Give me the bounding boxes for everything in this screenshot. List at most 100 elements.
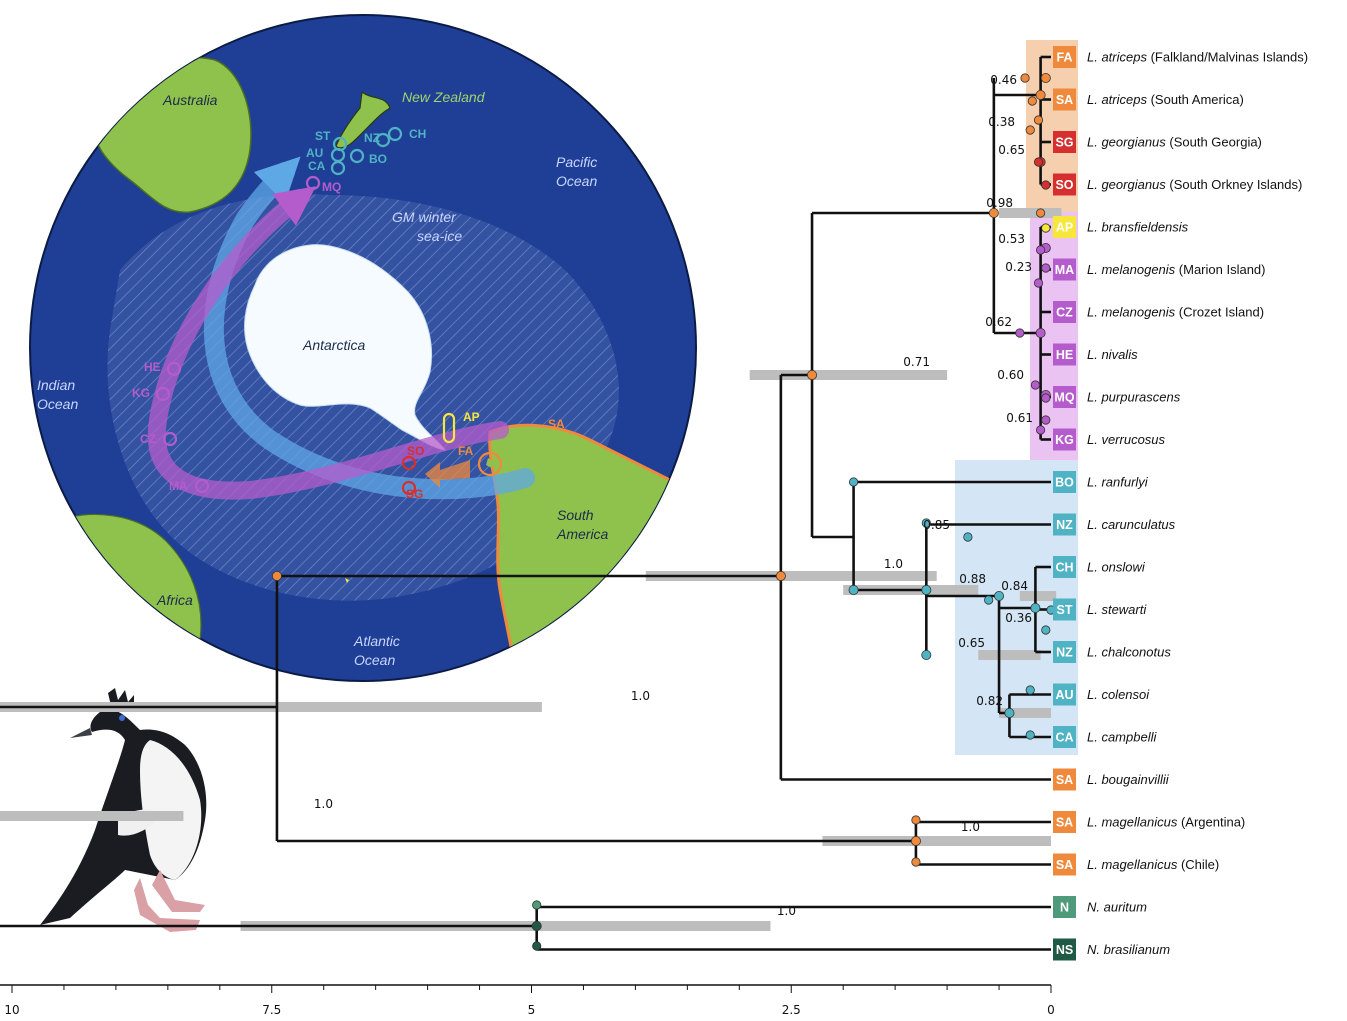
map-site-label-SO: SO xyxy=(407,444,424,458)
tip-locality: (Argentina) xyxy=(1177,815,1245,830)
node-nN xyxy=(531,921,542,932)
support-label: 0.53 xyxy=(998,232,1025,246)
support-label: 0.71 xyxy=(903,355,930,369)
node-extra-14 xyxy=(1036,425,1046,435)
tip-binomial: L. stewarti xyxy=(1087,602,1147,617)
label-antarctica: Antarctica xyxy=(302,337,365,353)
tip-badge-code: ST xyxy=(1057,603,1073,617)
tip-brasilianum: NS N. brasilianum xyxy=(1053,938,1170,961)
node-nT6 xyxy=(1004,708,1015,719)
tip-name: L. atriceps (South America) xyxy=(1087,92,1244,107)
node-extra-21 xyxy=(911,857,921,867)
tip-name: N. brasilianum xyxy=(1087,942,1170,957)
tip-badge-code: SA xyxy=(1056,93,1073,107)
node-extra-1 xyxy=(1027,96,1037,106)
axis-tick-label: 5 xyxy=(528,1003,536,1017)
tip-name: L. melanogenis (Crozet Island) xyxy=(1087,305,1264,320)
hpd-bar-root xyxy=(0,811,184,821)
phylogenetic-tree: 0.460.380.650.980.530.230.620.710.600.61… xyxy=(0,40,1308,961)
new-zealand-landmass xyxy=(335,90,391,149)
node-nT xyxy=(848,585,859,596)
tip-badge-code: SA xyxy=(1056,816,1073,830)
time-axis: 2017.51512.5107.552.50 xyxy=(0,984,1055,1017)
label-seaice-1: GM winter xyxy=(392,209,457,225)
node-nMag xyxy=(910,836,921,847)
support-label: 0.62 xyxy=(985,315,1012,329)
map-site-label-NZ: NZ xyxy=(364,131,380,145)
tip-badge xyxy=(1053,216,1076,238)
tip-badge-code: MA xyxy=(1055,263,1074,277)
node-extra-6 xyxy=(1041,223,1051,233)
tip-badge-code: SO xyxy=(1055,178,1073,192)
support-label: 0.46 xyxy=(990,73,1017,87)
tip-binomial: L. magellanicus xyxy=(1087,815,1178,830)
node-nT4 xyxy=(1030,603,1041,614)
tip-name: L. georgianus (South Georgia) xyxy=(1087,135,1262,150)
tip-badge xyxy=(1053,641,1076,663)
tip-badge-code: CZ xyxy=(1056,306,1073,320)
label-south-america-2: America xyxy=(556,526,609,542)
tip-badge xyxy=(1053,726,1076,748)
purple-dispersal-arrow xyxy=(147,186,509,500)
map-site-label-ST: ST xyxy=(315,129,331,143)
tip-binomial: L. melanogenis xyxy=(1087,305,1176,320)
map-site-label-CZ: CZ xyxy=(140,432,156,446)
tip-binomial: L. bougainvillii xyxy=(1087,772,1170,787)
tip-badge xyxy=(1053,513,1076,536)
tip-name: L. stewarti xyxy=(1087,602,1147,617)
hpd-bar-nT5 xyxy=(978,650,1041,660)
map-site-label-MQ: MQ xyxy=(322,180,341,194)
node-nC xyxy=(807,369,818,380)
tip-name: L. bougainvillii xyxy=(1087,772,1170,787)
tip-badge xyxy=(1053,173,1076,196)
tip-magellanicus: SA L. magellanicus (Argentina) xyxy=(1053,811,1245,833)
axis-tick-label: 10 xyxy=(4,1003,19,1017)
tip-badge-code: NS xyxy=(1056,943,1073,957)
node-extra-20 xyxy=(911,815,921,825)
label-new-zealand: New Zealand xyxy=(402,89,486,105)
node-extra-26 xyxy=(1036,208,1046,218)
tip-stewarti: ST L. stewarti xyxy=(1053,598,1147,621)
tip-binomial: L. georgianus xyxy=(1087,177,1166,192)
map-site-marker-CH xyxy=(387,126,403,142)
tip-badge-code: NZ xyxy=(1056,646,1073,660)
tip-name: N. auritum xyxy=(1087,900,1147,915)
tip-atriceps: SA L. atriceps (South America) xyxy=(1053,88,1244,111)
node-extra-4 xyxy=(1033,157,1044,167)
tip-locality: (Crozet Island) xyxy=(1175,305,1264,320)
tip-name: L. nivalis xyxy=(1087,347,1138,362)
node-extra-17 xyxy=(1025,685,1035,695)
support-label: 0.38 xyxy=(988,115,1015,129)
label-atlantic-1: Atlantic xyxy=(353,633,400,649)
axis-tick-label: 7.5 xyxy=(262,1003,281,1017)
node-extra-7 xyxy=(1036,245,1046,255)
tip-badge-code: SA xyxy=(1056,773,1073,787)
node-extra-12 xyxy=(1041,393,1051,403)
tip-name: L. magellanicus (Argentina) xyxy=(1087,815,1245,830)
node-extra-0 xyxy=(1020,73,1030,83)
tip-name: L. purpurascens xyxy=(1087,390,1181,405)
tip-locality: (Chile) xyxy=(1177,857,1219,872)
node-nO xyxy=(1035,90,1046,101)
tip-badge-code: SA xyxy=(1056,858,1073,872)
tip-binomial: L. carunculatus xyxy=(1087,517,1176,532)
support-label: 0.60 xyxy=(997,368,1024,382)
tip-badge xyxy=(1053,428,1076,451)
node-extra-9 xyxy=(1033,278,1044,288)
hpd-bar-nOP xyxy=(999,208,1062,218)
map-site-marker-AP xyxy=(442,412,456,444)
node-extra-25 xyxy=(921,518,931,528)
map-site-marker-MQ xyxy=(305,175,321,191)
tip-binomial: L. purpurascens xyxy=(1087,390,1181,405)
tip-name: L. verrucosus xyxy=(1087,432,1166,447)
blue-dispersal-arrow xyxy=(203,156,535,500)
hpd-bar-nMag xyxy=(822,836,1051,846)
